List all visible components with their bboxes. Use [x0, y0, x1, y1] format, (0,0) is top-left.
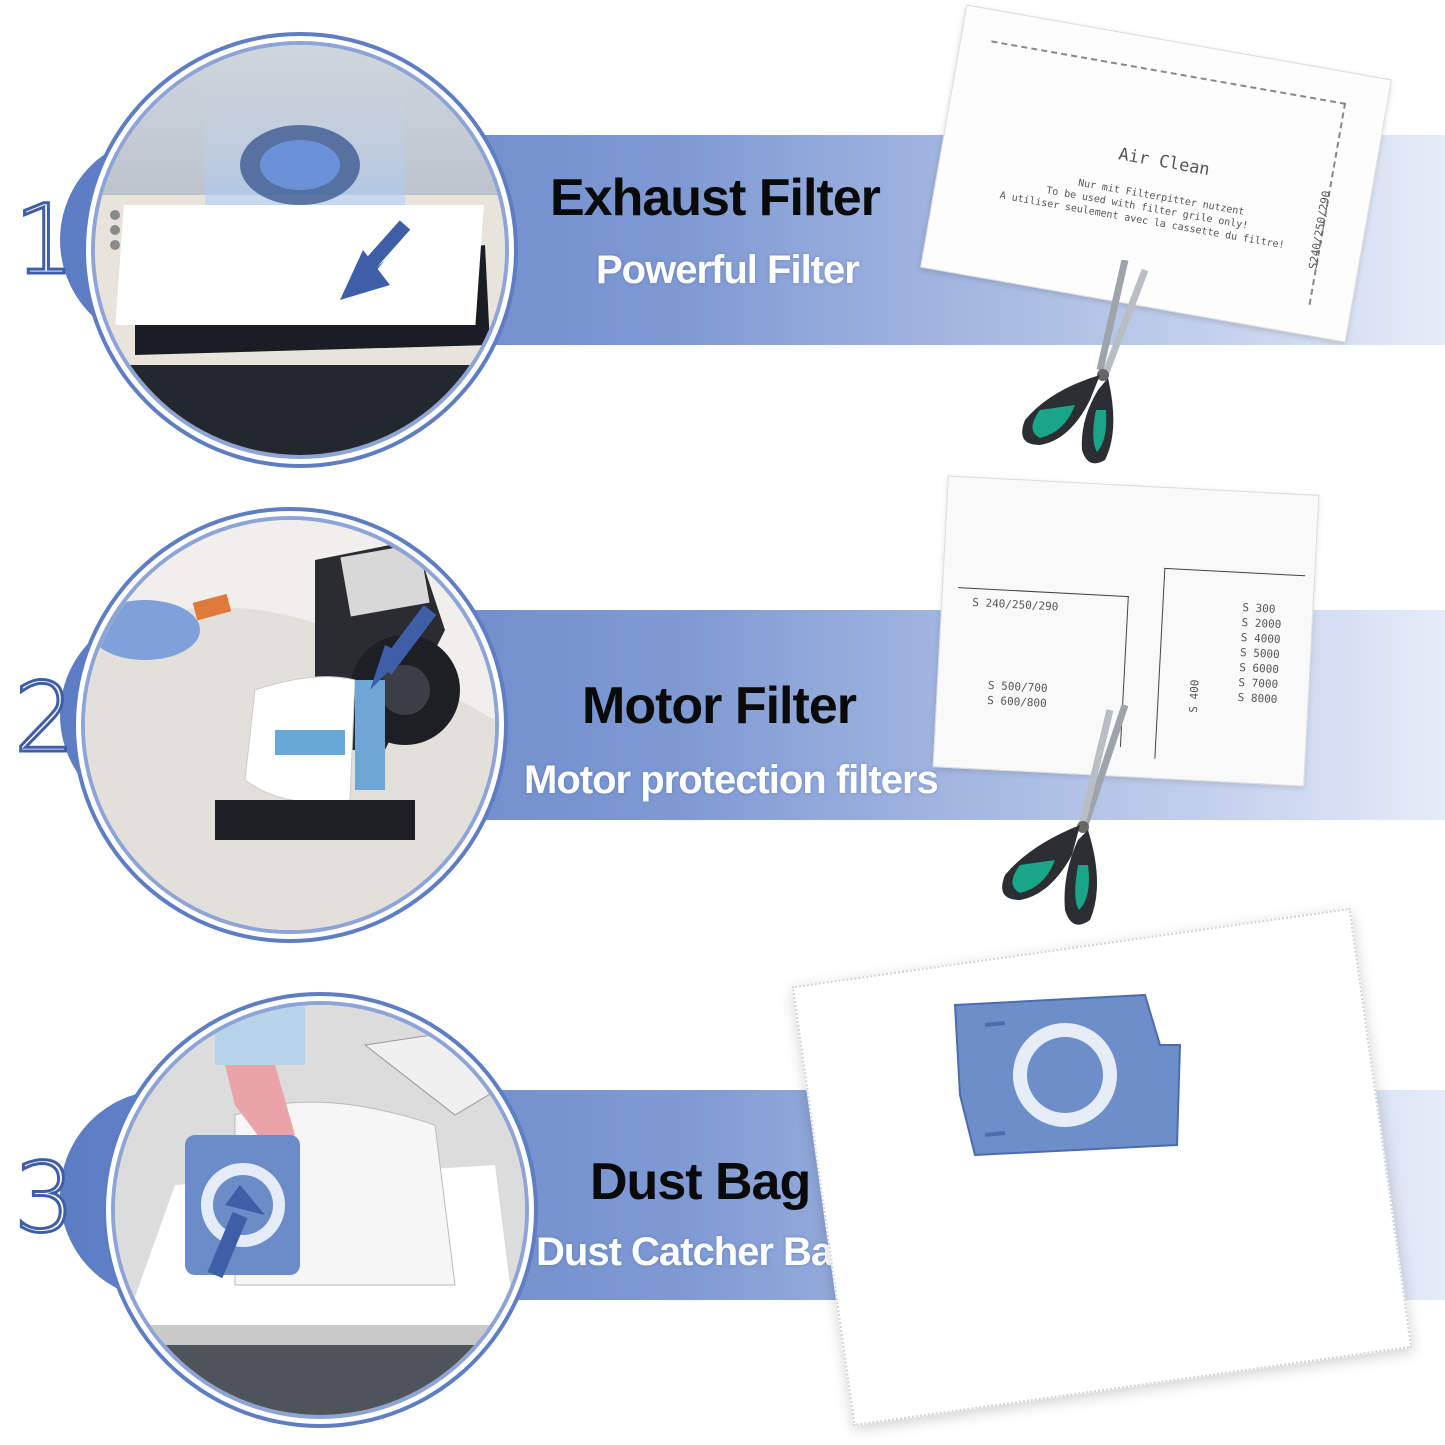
motor-model-list: S 300 S 2000 S 4000 S 5000 S 6000 S 7000…: [1237, 600, 1282, 707]
dust-bag-collar-icon: [953, 993, 1182, 1157]
motor-model-c: S 400: [1186, 679, 1202, 714]
motor-filter-subtitle: Motor protection filters: [524, 758, 939, 802]
motor-filter-product: S 240/250/290 S 500/700 S 600/800 S 400 …: [930, 475, 1340, 945]
step-number-2: 2: [12, 662, 76, 774]
motor-model-item: S 8000: [1237, 690, 1278, 707]
motor-filter-title: Motor Filter: [582, 677, 857, 735]
exhaust-filter-install-photo: [95, 45, 505, 455]
dust-bag-install-photo: [115, 1005, 525, 1415]
step-number-1: 1: [12, 184, 76, 296]
exhaust-filter-title: Exhaust Filter: [550, 169, 881, 227]
scissors-icon: [1022, 260, 1149, 464]
dust-bag-subtitle: Dust Catcher Bag: [536, 1230, 857, 1274]
step-number-3: 3: [12, 1142, 76, 1254]
scissors-icon: [1002, 705, 1129, 925]
exhaust-filter-product: Air Clean Nur mit Filterpitter nutzent T…: [920, 4, 1400, 470]
exhaust-filter-subtitle: Powerful Filter: [596, 248, 860, 292]
dust-bag-title: Dust Bag: [590, 1153, 811, 1211]
motor-filter-install-photo: [85, 520, 495, 930]
dust-bag-product: [791, 905, 1445, 1445]
